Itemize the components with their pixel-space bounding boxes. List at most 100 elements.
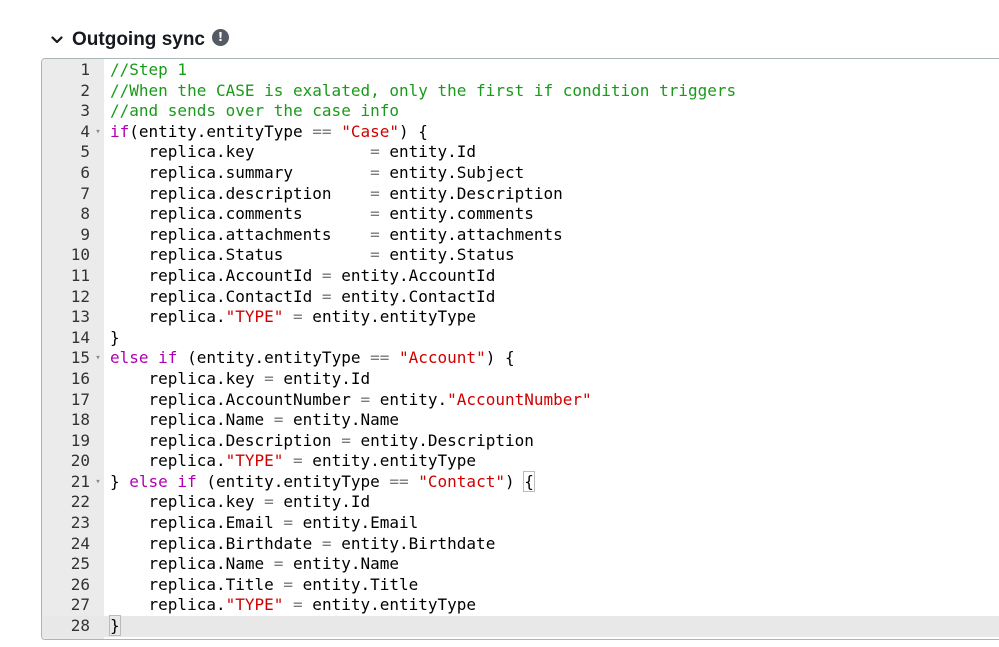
code-token-operator: = [370,162,380,182]
code-line[interactable]: 23 replica.Email = entity.Email [42,513,999,534]
code-token-text: replica. [110,451,226,471]
code-line[interactable]: 27 replica."TYPE" = entity.entityType [42,595,999,616]
code-editor[interactable]: 1 //Step 1 2//When the CASE is exalated, o… [41,58,999,640]
code-token-string: "Contact" [418,471,505,491]
line-number: 3 [80,101,90,121]
code-line[interactable]: 18 replica.Name = entity.Name [42,410,999,431]
code-token-text: } [110,327,120,347]
line-number: 9 [80,224,90,244]
code-token-operator: = [293,307,303,327]
code-token-text [283,595,293,614]
code-token-text: } [110,471,130,491]
fold-toggle-icon[interactable]: ▾ [95,353,101,364]
code-token-text: entity.AccountId [331,265,496,285]
line-number: 5 [80,142,90,162]
code-line[interactable]: 9 replica.attachments = entity.attachmen… [42,225,999,246]
code-token-text: replica.summary [110,162,371,182]
code-token-keyword: if [110,121,130,141]
line-number: 1 [80,60,90,79]
code-token-text: entity.Id [379,142,477,162]
code-token-operator: = [293,451,303,471]
code-line[interactable]: 26 replica.Title = entity.Title [42,575,999,596]
code-token-text [332,122,342,141]
code-line[interactable]: 13 replica."TYPE" = entity.entityType [42,307,999,328]
code-token-text: entity.entityType [302,451,477,471]
code-line-content: replica."TYPE" = entity.entityType [110,451,477,472]
code-line[interactable]: 3//and sends over the case info [42,101,999,122]
code-token-text: ) { [399,121,428,141]
code-line[interactable]: 17 replica.AccountNumber = entity."Accou… [42,390,999,411]
code-line[interactable]: 1 //Step 1 [42,60,999,81]
code-line[interactable]: 21▾} else if (entity.entityType == "Cont… [42,470,999,493]
code-line[interactable]: 14} [42,328,999,349]
line-number: 4 [80,121,90,141]
code-line[interactable]: 2//When the CASE is exalated, only the f… [42,81,999,102]
code-line-content: replica.key = entity.Id [110,368,371,390]
code-line[interactable]: 8 replica.comments = entity.comments [42,204,999,225]
code-line[interactable]: 4▾if(entity.entityType == "Case") { [42,122,999,143]
code-token-comment: //Step 1 [110,60,188,79]
code-line[interactable]: 24 replica.Birthdate = entity.Birthdate [42,534,999,555]
code-line[interactable]: 22 replica.key = entity.Id [42,492,999,513]
code-token-text: entity.comments [379,204,534,224]
code-token-text: ) { [485,348,515,368]
code-token-text: replica.key [110,492,265,512]
code-token-text: entity.entityType [302,595,477,615]
code-token-operator: = [321,286,332,306]
code-token-text: ) [504,471,525,491]
info-circle-icon[interactable]: ! [212,28,229,46]
line-number: 19 [70,430,90,450]
line-number: 13 [70,307,90,327]
line-number: 11 [70,265,90,285]
code-line-content: else if (entity.entityType == "Account")… [110,348,515,369]
code-line[interactable]: 12 replica.ContactId = entity.ContactId [42,287,999,308]
line-number: 26 [70,574,90,594]
code-line-content: } [110,328,120,349]
code-token-text: entity.Email [293,513,419,533]
line-number: 14 [70,327,90,347]
code-content[interactable]: 1 //Step 1 2//When the CASE is exalated, o… [42,60,999,637]
code-line[interactable]: 6 replica.summary = entity.Subject [42,163,999,184]
fold-toggle-icon[interactable]: ▾ [95,126,101,137]
code-token-operator: = [321,533,332,553]
code-token-text: entity.Name [283,554,399,574]
code-token-operator: = [370,183,380,203]
code-token-text: replica.Status [110,245,371,265]
code-line[interactable]: 25 replica.Name = entity.Name [42,554,999,575]
code-token-operator: = [370,245,380,265]
code-line[interactable]: 20 replica."TYPE" = entity.entityType [42,451,999,472]
code-token-text: entity.Id [273,492,371,512]
code-token-keyword: else if [110,348,178,368]
code-token-operator: = [264,368,274,388]
code-token-text: replica.key [110,368,265,388]
code-line-content: replica."TYPE" = entity.entityType [110,307,477,328]
line-number: 20 [70,451,90,471]
code-token-text [283,307,293,326]
code-token-operator: == [389,471,409,491]
code-token-text: entity.Birthdate [331,533,496,553]
line-number: 2 [80,80,90,100]
section-header[interactable]: Outgoing sync ! [50,26,229,54]
code-line-content: replica.key = entity.Id [110,492,371,513]
code-token-text: replica. [110,595,226,615]
code-line[interactable]: 28} [42,615,999,637]
code-line[interactable]: 5 replica.key = entity.Id [42,142,999,163]
code-token-text: replica.Name [110,554,274,574]
code-line[interactable]: 19 replica.Description = entity.Descript… [42,431,999,452]
code-line[interactable]: 11 replica.AccountId = entity.AccountId [42,266,999,287]
code-token-text [283,451,293,470]
code-token-text: replica. [110,307,226,327]
code-token-string: "Account" [399,348,486,368]
code-line-content: replica.Status = entity.Status [110,245,515,266]
chevron-down-icon[interactable] [50,33,64,47]
code-line[interactable]: 7 replica.description = entity.Descripti… [42,184,999,205]
code-line-content: replica.Title = entity.Title [110,575,419,596]
code-line-content: replica.Description = entity.Description [110,431,534,452]
code-token-text: (entity.entityType [129,121,313,141]
code-line[interactable]: 16 replica.key = entity.Id [42,369,999,390]
code-line[interactable]: 10 replica.Status = entity.Status [42,245,999,266]
code-line[interactable]: 15▾else if (entity.entityType == "Accoun… [42,348,999,369]
fold-toggle-icon[interactable]: ▾ [95,476,101,487]
code-token-text: entity.entityType [302,307,477,327]
code-token-text: replica.key [110,142,371,162]
